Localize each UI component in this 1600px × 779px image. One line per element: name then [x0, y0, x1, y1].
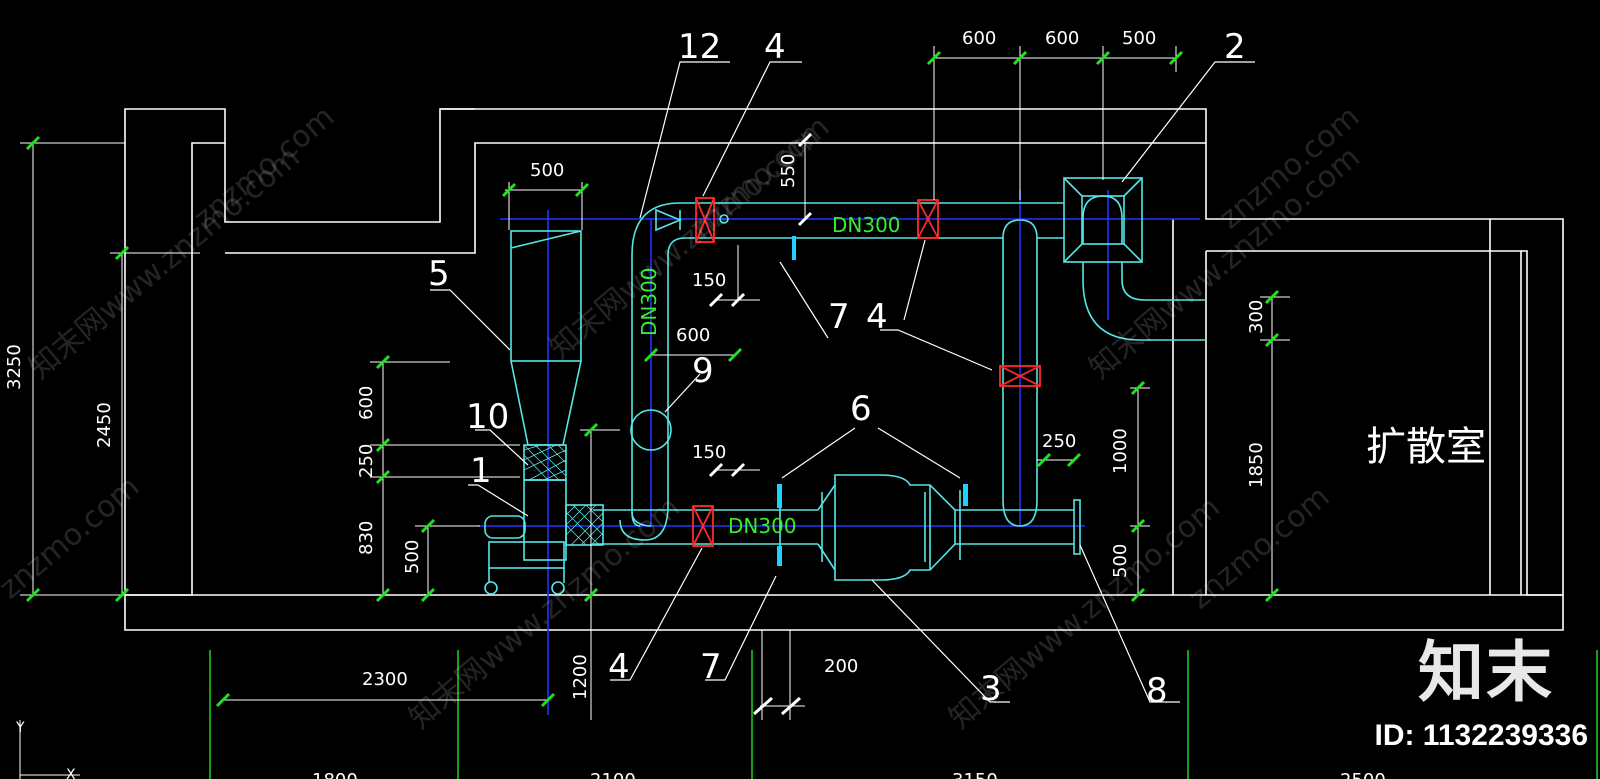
grid-lines — [209, 650, 1598, 779]
filter-hatch — [523, 444, 604, 546]
axis-y-label: Y — [15, 720, 25, 736]
callout-7-top: 7 — [828, 297, 850, 337]
dim-left-inner: 2450 — [94, 402, 115, 448]
watermark-brand: 知末 — [1418, 634, 1554, 711]
dim-600: 600 — [676, 325, 710, 346]
leader-lines — [430, 61, 1255, 703]
pipe-label-top: DN300 — [832, 213, 901, 237]
pipe-network — [484, 177, 1206, 595]
pipe-labels: DN300 DN300 DN300 — [637, 213, 901, 538]
callout-2: 2 — [1224, 27, 1246, 67]
dim-cut-2500: 2500 — [1340, 770, 1386, 779]
callout-8: 8 — [1146, 671, 1168, 711]
dim-fan-width: 500 — [530, 160, 564, 181]
check-valve — [655, 208, 729, 232]
callout-3: 3 — [980, 669, 1002, 709]
callout-10: 10 — [466, 397, 509, 437]
callout-9: 9 — [692, 351, 714, 391]
dim-cut-2100: 2100 — [590, 770, 636, 779]
dim-stack-250: 250 — [356, 444, 377, 478]
dim-150-mid: 150 — [692, 442, 726, 463]
building-walls — [124, 108, 1564, 631]
dim-right-1000: 1000 — [1110, 428, 1131, 474]
callout-7-bottom: 7 — [700, 647, 722, 687]
dim-top-3: 500 — [1122, 28, 1156, 49]
room-label: 扩散室 — [1366, 424, 1486, 470]
dim-right-300: 300 — [1246, 300, 1267, 334]
dim-right-1850: 1850 — [1246, 442, 1267, 488]
dim-150-top: 150 — [692, 270, 726, 291]
flange-marks — [777, 236, 968, 566]
axis-x-label: X — [66, 767, 76, 779]
callout-1: 1 — [470, 451, 492, 491]
callout-6: 6 — [850, 389, 872, 429]
dimension-lines — [19, 46, 1290, 779]
dim-stack-500: 500 — [402, 540, 423, 574]
dim-bottom-1200: 1200 — [570, 654, 591, 700]
callout-4-top: 4 — [764, 27, 786, 67]
dim-cut-3150: 3150 — [952, 770, 998, 779]
dim-stack-830: 830 — [356, 521, 377, 555]
dim-top-1: 600 — [962, 28, 996, 49]
dimension-texts: 600 600 500 3250 2450 600 250 830 500 50… — [4, 28, 1386, 779]
dim-top-2: 600 — [1045, 28, 1079, 49]
dim-cut-1800: 1800 — [312, 770, 358, 779]
dimension-ticks-white — [708, 132, 813, 716]
callout-5: 5 — [428, 254, 450, 294]
dim-left-outer: 3250 — [4, 344, 25, 390]
dim-250: 250 — [1042, 431, 1076, 452]
pipe-label-left: DN300 — [637, 267, 661, 336]
callout-12: 12 — [678, 27, 721, 67]
callout-labels: 12 4 2 5 7 4 9 10 1 6 4 7 3 8 — [428, 27, 1246, 711]
valves — [692, 197, 1041, 547]
dim-bottom-2300: 2300 — [362, 669, 408, 690]
callout-4-bottom: 4 — [608, 647, 630, 687]
dim-right-500: 500 — [1110, 544, 1131, 578]
dimension-ticks — [25, 50, 1280, 708]
dim-stack-600: 600 — [356, 386, 377, 420]
dim-550: 550 — [778, 154, 799, 188]
watermark-id: ID: 1132239336 — [1374, 719, 1588, 752]
dim-bottom-200: 200 — [824, 656, 858, 677]
pipe-label-bottom: DN300 — [728, 514, 797, 538]
callout-4-mid: 4 — [866, 297, 888, 337]
